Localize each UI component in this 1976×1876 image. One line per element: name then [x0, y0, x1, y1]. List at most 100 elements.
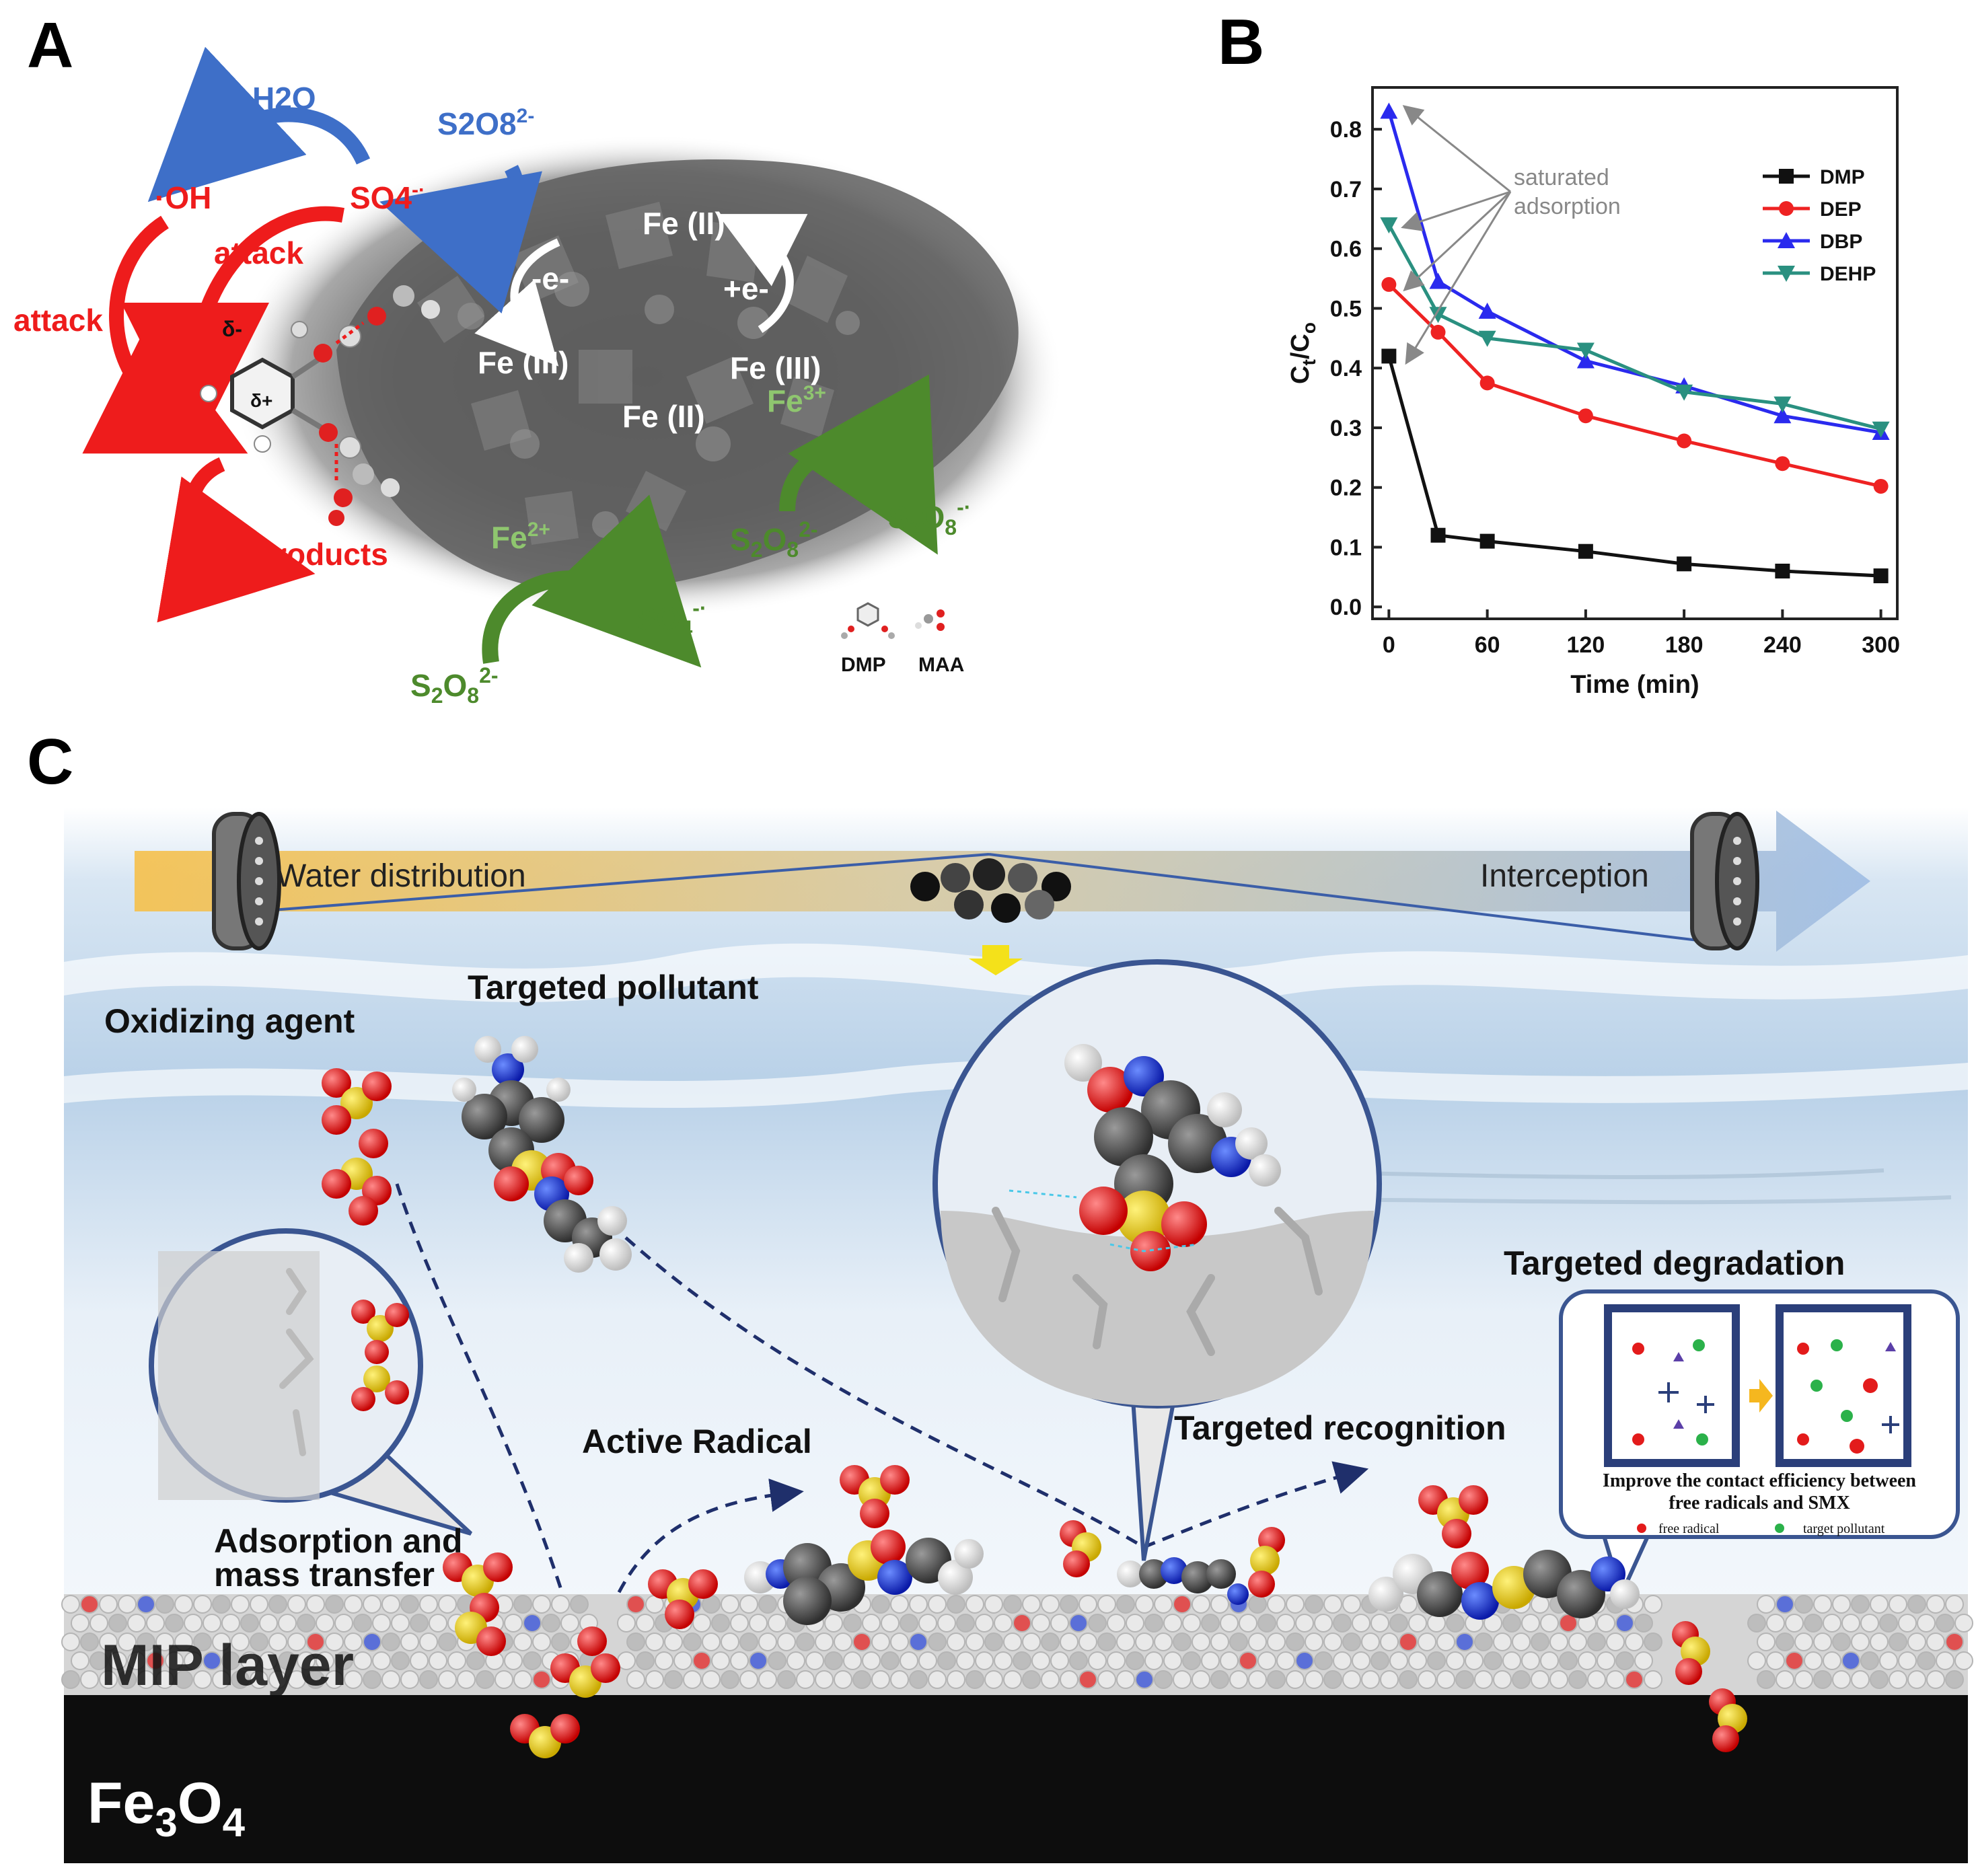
mip-bead: [1088, 1651, 1107, 1670]
data-point-dmp: [1873, 568, 1889, 584]
mip-bead: [1851, 1595, 1870, 1614]
legend-marker: [1778, 232, 1795, 248]
mip-bead: [796, 1670, 815, 1689]
mip-bead: [862, 1651, 881, 1670]
annotation-arrows: [1401, 105, 1512, 365]
mip-bead: [1135, 1670, 1154, 1689]
products-arrow: [157, 457, 316, 623]
mip-bead: [551, 1595, 570, 1614]
mip-bead: [344, 1670, 363, 1689]
fe2-top-label: Fe (II): [643, 206, 725, 241]
mip-bead: [1257, 1614, 1276, 1633]
mip-bead: [155, 1670, 174, 1689]
series-line-dehp: [1387, 223, 1882, 431]
mip-bead: [965, 1670, 984, 1689]
mip-bead: [1116, 1670, 1135, 1689]
mip-bead: [193, 1670, 212, 1689]
mip-bead: [1333, 1614, 1352, 1633]
mip-bead: [626, 1595, 645, 1614]
mip-bead: [1907, 1670, 1926, 1689]
mip-bead: [1823, 1651, 1841, 1670]
mip-bead: [994, 1651, 1013, 1670]
mip-bead: [344, 1633, 363, 1651]
data-point-dehp: [1773, 396, 1792, 413]
oh-attack-arrow: [82, 215, 248, 454]
down-arrow-yellow: [969, 945, 1023, 975]
mip-bead: [89, 1651, 108, 1670]
mip-bead: [118, 1633, 137, 1651]
mip-bead: [626, 1670, 645, 1689]
mip-bead: [1493, 1633, 1512, 1651]
mip-bead: [1418, 1670, 1436, 1689]
filter-disc-right: [1690, 812, 1759, 950]
mip-bead: [928, 1633, 947, 1651]
mip-bead: [1286, 1670, 1305, 1689]
mip-bead: [438, 1595, 457, 1614]
mip-bead: [1154, 1633, 1173, 1651]
mip-bead: [1069, 1651, 1088, 1670]
mip-bead: [928, 1670, 947, 1689]
mip-bead: [937, 1651, 956, 1670]
mip-bead: [1540, 1614, 1559, 1633]
delta-minus-label: δ-: [222, 317, 242, 341]
mip-bead: [834, 1633, 852, 1651]
mip-bead: [965, 1595, 984, 1614]
mip-bead: [834, 1670, 852, 1689]
mip-bead: [1257, 1651, 1276, 1670]
mip-bead: [1615, 1614, 1634, 1633]
mip-bead: [1041, 1595, 1060, 1614]
mip-bead: [1794, 1595, 1813, 1614]
mip-bead: [928, 1595, 947, 1614]
mip-bead: [1606, 1670, 1625, 1689]
mip-bead: [193, 1633, 212, 1651]
mip-bead: [1173, 1633, 1192, 1651]
persulfate-surface-2: [510, 1626, 620, 1758]
mip-bead: [1870, 1633, 1889, 1651]
mip-bead: [212, 1633, 231, 1651]
mip-bead: [626, 1633, 645, 1651]
mip-bead: [325, 1670, 344, 1689]
mip-bead: [1305, 1633, 1323, 1651]
annotation-arrow: [1405, 191, 1512, 365]
mip-bead: [429, 1651, 447, 1670]
mip-bead: [1644, 1595, 1662, 1614]
mip-bead: [909, 1633, 928, 1651]
mip-bead: [1521, 1651, 1540, 1670]
mip-bead: [1305, 1595, 1323, 1614]
mip-bead: [1493, 1670, 1512, 1689]
mip-bead: [1192, 1633, 1210, 1651]
mip-bead: [1333, 1651, 1352, 1670]
mip-bead: [1832, 1670, 1851, 1689]
fe3-left-label: Fe (III): [478, 345, 569, 380]
so4-to-oh-arrow: [147, 46, 371, 202]
mip-bead: [89, 1614, 108, 1633]
oxidizing-agent-label: Oxidizing agent: [104, 1002, 355, 1040]
mip-bead: [758, 1595, 777, 1614]
mip-bead: [1248, 1670, 1267, 1689]
mip-bead: [1427, 1651, 1446, 1670]
mip-bead: [1267, 1595, 1286, 1614]
mip-bead: [890, 1595, 909, 1614]
mip-bead: [900, 1614, 918, 1633]
mip-bead: [1502, 1614, 1521, 1633]
mip-bead: [1342, 1633, 1361, 1651]
data-point-dbp: [1773, 407, 1792, 424]
mip-bead: [1898, 1614, 1917, 1633]
active-radical-label: Active Radical: [582, 1423, 812, 1460]
mip-bead: [363, 1595, 381, 1614]
data-point-dmp: [1775, 563, 1790, 578]
series-group: [1380, 102, 1890, 584]
mip-bead: [852, 1633, 871, 1651]
mip-bead: [1041, 1633, 1060, 1651]
mip-bead: [476, 1670, 495, 1689]
mip-bead: [937, 1614, 956, 1633]
mip-bead: [316, 1651, 334, 1670]
mip-bead: [1597, 1614, 1615, 1633]
mip-bead: [1126, 1651, 1144, 1670]
attack-label-outer: attack: [13, 303, 103, 338]
mip-bead: [1851, 1633, 1870, 1651]
mip-bead: [1823, 1614, 1841, 1633]
